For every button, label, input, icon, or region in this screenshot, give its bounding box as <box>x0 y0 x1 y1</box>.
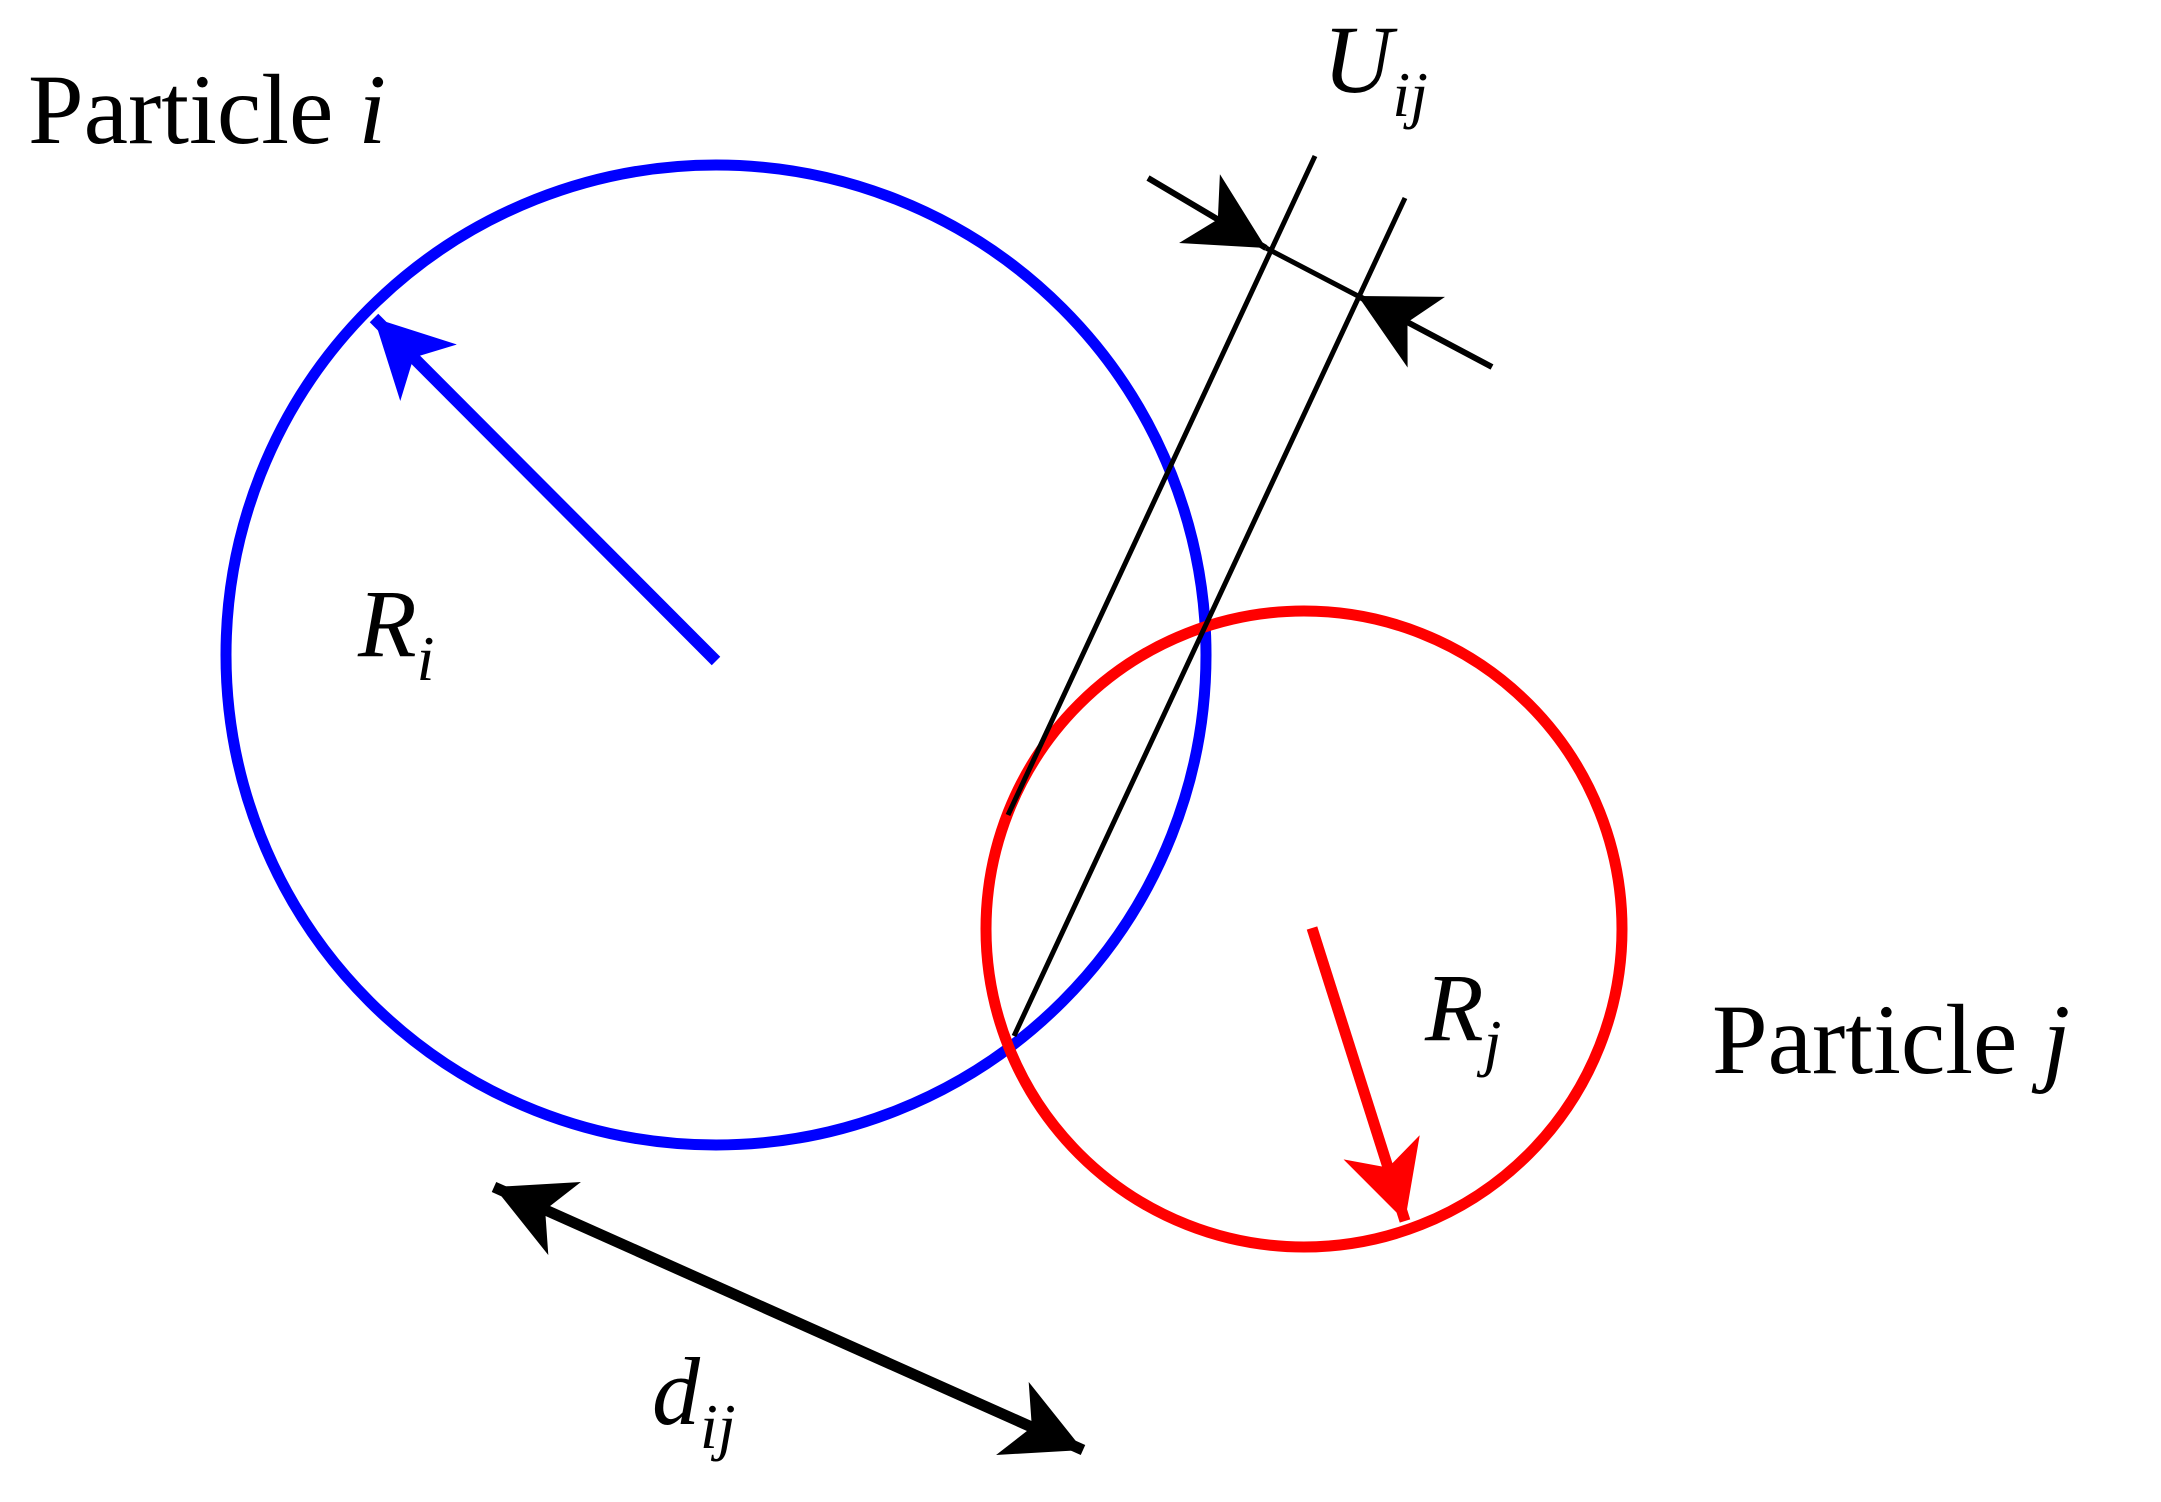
distance-label: dij <box>652 1338 736 1462</box>
radius-j-arrow <box>1306 926 1420 1223</box>
particle-j-circle <box>980 605 1628 1253</box>
overlap-dim-line <box>1264 245 1360 299</box>
overlap-arrow-right <box>1356 293 1494 370</box>
distance-arrow <box>491 1181 1086 1456</box>
overlap-label: Uij <box>1323 6 1428 130</box>
overlap-arrow-left <box>1146 174 1268 251</box>
overlap-line-right <box>1011 196 1408 1038</box>
radius-i-arrow <box>369 313 721 666</box>
particle-j-label: Particle j <box>1712 984 2070 1095</box>
radius-j-label: Rj <box>1424 954 1501 1078</box>
radius-i-label: Ri <box>357 570 434 694</box>
particle-i-circle <box>220 159 1212 1151</box>
overlap-line-left <box>1005 154 1318 817</box>
particle-i-label: Particle i <box>28 54 386 165</box>
